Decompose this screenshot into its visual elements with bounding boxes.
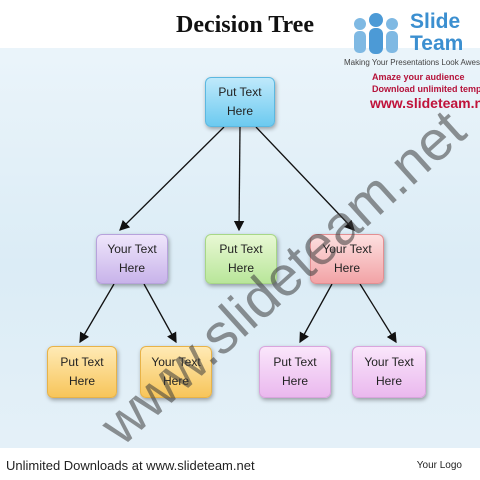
node-leaf-3: Put Text Here [259, 346, 331, 398]
node-level1-middle: Put Text Here [205, 234, 277, 284]
edge-root-left [119, 126, 225, 231]
edge-right-leaf3 [299, 283, 333, 344]
logo-promo-amaze: Amaze your audience [372, 72, 465, 82]
node-root: Put Text Here [205, 77, 275, 127]
edge-right-leaf4 [359, 283, 397, 344]
node-root-label: Put Text Here [218, 85, 262, 118]
slide-title: Decision Tree [176, 12, 314, 38]
node-level1-left: Your Text Here [96, 234, 168, 284]
logo-tagline: Making Your Presentations Look Awesome [344, 58, 480, 67]
node-level1-left-label: Your Text Here [107, 242, 157, 275]
logo-url: www.slideteam.net [370, 95, 480, 111]
slideteam-logo: Slide Team Making Your Presentations Loo… [344, 4, 480, 114]
logo-brand-team: Team [410, 32, 464, 55]
footer-logo-placeholder: Your Logo [416, 460, 462, 471]
node-level1-right: Your Text Here [310, 234, 384, 284]
logo-promo-download: Download unlimited templates [372, 84, 480, 94]
node-leaf-2: Your Text Here [140, 346, 212, 398]
node-leaf-3-label: Put Text Here [273, 355, 317, 388]
edge-root-right [255, 126, 355, 231]
edge-left-leaf2 [143, 283, 177, 344]
footer-downloads-text: Unlimited Downloads at www.slideteam.net [6, 458, 255, 473]
edge-left-leaf1 [79, 283, 115, 344]
people-icon [354, 13, 398, 54]
node-leaf-4: Your Text Here [352, 346, 426, 398]
node-leaf-1-label: Put Text Here [60, 355, 104, 388]
title-bar [0, 0, 480, 48]
node-level1-right-label: Your Text Here [322, 242, 372, 275]
edge-root-middle [233, 126, 245, 232]
logo-brand-slide: Slide [410, 10, 461, 33]
footer-bar [0, 448, 480, 480]
node-leaf-4-label: Your Text Here [364, 355, 414, 388]
node-level1-middle-label: Put Text Here [219, 242, 263, 275]
node-leaf-1: Put Text Here [47, 346, 117, 398]
node-leaf-2-label: Your Text Here [151, 355, 201, 388]
